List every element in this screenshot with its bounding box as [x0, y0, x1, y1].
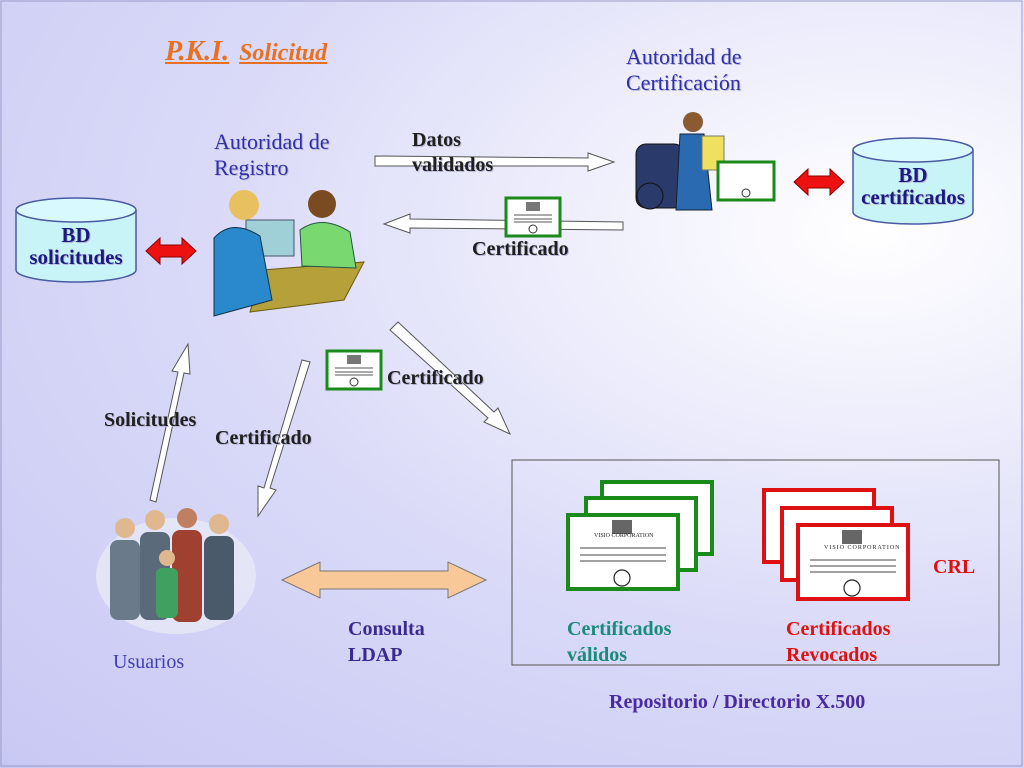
- autoridad-certificacion-text: Autoridad de Certificación: [626, 44, 742, 95]
- certificado-ca-ra-label: Certificado: [472, 238, 569, 260]
- certificados-validos-line1: Certificados: [567, 618, 672, 640]
- cert-icon-ca-ra: [504, 196, 562, 238]
- certificados-revocados-label: Certificados Revocados: [786, 616, 890, 668]
- registration-authority-illustration: [213, 190, 365, 317]
- users-illustration: [96, 508, 256, 634]
- consulta-ldap-line1: Consulta: [348, 618, 425, 640]
- ldap-arrow: [280, 561, 488, 599]
- certification-authority-illustration: [635, 112, 776, 211]
- bd-solicitudes-line1: BD: [61, 223, 91, 247]
- certificados-revocados-line1: Certificados: [786, 618, 891, 640]
- datos-validados-label: Datos validados: [412, 128, 493, 178]
- bd-certificados-label: BD certificados: [850, 164, 976, 208]
- certificado-ra-usuarios-label: Certificado: [215, 427, 312, 449]
- page-title: P.K.I. Solicitud: [165, 36, 327, 68]
- db-solicitudes-cylinder: [15, 197, 137, 283]
- autoridad-certificacion-label: Autoridad de Certificación: [626, 44, 776, 96]
- autoridad-registro-text: Autoridad de Registro: [214, 129, 330, 180]
- certificados-validos-label: Certificados válidos: [567, 616, 671, 668]
- consulta-ldap-line2: LDAP: [348, 644, 403, 666]
- solicitudes-label: Solicitudes: [104, 409, 197, 431]
- bidirectional-arrow-bd-certificados: [793, 167, 845, 197]
- repository-label: Repositorio / Directorio X.500: [609, 691, 866, 713]
- bd-solicitudes-line2: solicitudes: [29, 245, 123, 269]
- valid-certificates-stack: [566, 480, 714, 591]
- cert-brand-valid: VISIO CORPORATION: [594, 533, 654, 539]
- title-sub: Solicitud: [239, 40, 328, 66]
- bd-certificados-line2: certificados: [861, 185, 965, 209]
- consulta-ldap-label: Consulta LDAP: [348, 616, 425, 668]
- certificado-ra-repo-label: Certificado: [387, 367, 484, 389]
- certificados-validos-line2: válidos: [567, 644, 628, 666]
- cert-icon-ra-repo: [325, 349, 383, 391]
- bd-certificados-line1: BD: [898, 163, 928, 187]
- title-main: P.K.I.: [165, 36, 230, 67]
- certificados-revocados-line2: Revocados: [786, 644, 878, 666]
- bidirectional-arrow-bd-solicitudes: [145, 236, 197, 266]
- bd-solicitudes-label: BD solicitudes: [22, 224, 130, 268]
- repository-box: [511, 459, 1000, 666]
- crl-label: CRL: [933, 556, 976, 578]
- usuarios-label: Usuarios: [113, 651, 185, 673]
- flow-arrows: [149, 152, 624, 518]
- cert-brand-revoked: VISIO CORPORATION: [824, 545, 901, 551]
- revoked-certificates-stack: [762, 488, 910, 601]
- datos-validados-line2: validados: [412, 154, 494, 176]
- datos-validados-line1: Datos: [412, 129, 461, 151]
- db-certificados-cylinder: [852, 137, 974, 225]
- autoridad-registro-label: Autoridad de Registro: [214, 129, 344, 181]
